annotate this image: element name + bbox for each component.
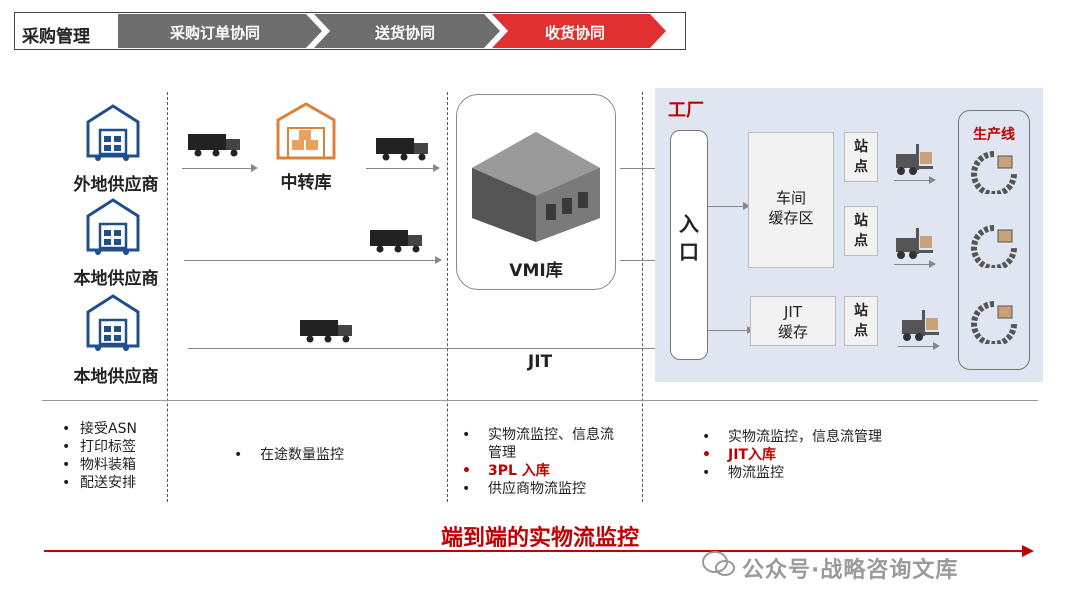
process-chevrons [118, 14, 666, 48]
bullet-list-col4: •实物流监控，信息流管理 •JIT入库 •物流监控 [702, 428, 882, 482]
vmi-warehouse-icon [472, 132, 600, 242]
flow-arrow [182, 164, 258, 172]
jit-cache-label: JIT 缓存 [777, 303, 808, 341]
flow-arrow [898, 342, 940, 350]
truck-icon [188, 134, 240, 157]
column-divider-3 [642, 92, 643, 502]
truck-icon [370, 230, 422, 253]
bullet-list-col2: •在途数量监控 [234, 446, 344, 464]
conveyor-icon [971, 225, 1017, 268]
column-divider-1 [167, 92, 168, 502]
list-item: •JIT入库 [702, 447, 776, 463]
jit-cache-box [750, 296, 836, 346]
bullet-list-col1: •接受ASN •打印标签 •物料装箱 •配送安排 [62, 420, 137, 492]
list-item: •实物流监控，信息流管理 [702, 429, 882, 445]
supplier-warehouse-icon [86, 294, 140, 351]
chevron-step-2 [314, 14, 500, 48]
flow-arrow [894, 260, 936, 268]
workshop-cache-label: 车间 缓存区 [768, 189, 814, 227]
factory-entry-label: 入口 [679, 212, 699, 264]
production-line-title: 生产线 [973, 127, 1015, 143]
header-title: 采购管理 [22, 27, 90, 47]
conveyor-icon [971, 151, 1017, 194]
station-1: 站点 [844, 132, 878, 182]
supplier-label-local-2: 本地供应商 [73, 367, 159, 387]
chevron-label-2: 送货协同 [374, 24, 435, 42]
flow-arrow [708, 326, 754, 334]
supplier-warehouse-icon [86, 198, 140, 255]
watermark-text: 公众号·战略咨询文库 [742, 558, 959, 583]
header-frame [14, 12, 686, 50]
footer-arrow [44, 545, 1034, 557]
supplier-warehouse-icon [86, 104, 140, 161]
chevron-label-3: 收货协同 [544, 24, 605, 42]
truck-icon [300, 320, 352, 343]
forklift-icon [896, 144, 933, 175]
list-item: •3PL 入库 [462, 463, 550, 479]
transfer-warehouse-icon [276, 102, 336, 160]
flow-arrow [366, 164, 440, 172]
flow-arrow [184, 256, 442, 264]
column-divider-2 [447, 92, 448, 502]
list-item: •在途数量监控 [234, 447, 344, 463]
wechat-icon [702, 551, 735, 576]
list-item-continuation: 管理 [488, 445, 516, 461]
jit-label: JIT [527, 352, 553, 372]
production-line-box [958, 110, 1030, 370]
list-item: •供应商物流监控 [462, 481, 586, 497]
vmi-label: VMI库 [509, 261, 563, 281]
conveyor-icon [971, 301, 1017, 344]
supplier-label-local-1: 本地供应商 [73, 269, 159, 289]
workshop-cache-box [748, 132, 834, 268]
flow-arrow [708, 202, 750, 210]
list-item: •接受ASN [62, 421, 137, 437]
factory-title: 工厂 [668, 100, 704, 121]
chevron-step-1 [118, 14, 322, 48]
station-3: 站点 [844, 296, 878, 346]
chevron-step-3 [492, 14, 666, 48]
supplier-label-remote: 外地供应商 [73, 175, 159, 195]
list-item: •实物流监控、信息流 [462, 427, 614, 443]
flow-arrow-jit [188, 344, 670, 352]
station-2: 站点 [844, 206, 878, 256]
chevron-label-1: 采购订单协同 [169, 24, 260, 42]
flow-arrow [894, 176, 936, 184]
truck-icon [376, 138, 428, 161]
list-item: •打印标签 [62, 439, 136, 455]
list-item: •物流监控 [702, 465, 784, 481]
footer-title: 端到端的实物流监控 [440, 526, 639, 551]
list-item: •物料装箱 [62, 457, 136, 473]
forklift-icon [902, 310, 939, 341]
bullet-list-col3: •实物流监控、信息流 管理 •3PL 入库 •供应商物流监控 [462, 426, 614, 498]
section-divider [42, 400, 1038, 401]
transfer-warehouse-label: 中转库 [280, 173, 332, 193]
forklift-icon [896, 228, 933, 259]
list-item: •配送安排 [62, 475, 136, 491]
factory-entry-box [670, 130, 708, 360]
